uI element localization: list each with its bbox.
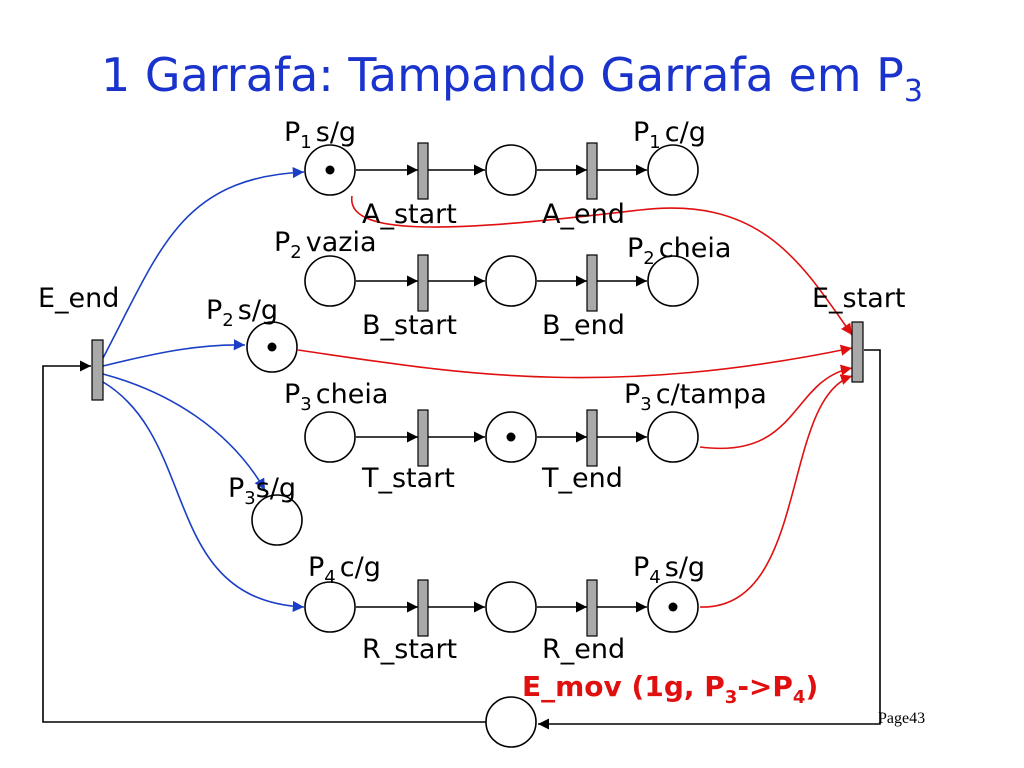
arc-e-mov-e-end — [42, 360, 486, 723]
arc-e-start-e-mov — [538, 349, 881, 730]
place-middle-r — [485, 581, 537, 633]
arc-p1sg-e-start — [351, 195, 853, 336]
arc-e-end-p4cg — [102, 381, 305, 613]
label-e-mov: E_mov (1g, P3->P4) — [522, 670, 819, 708]
token-p4-sg — [668, 602, 678, 612]
transition-t-end — [586, 409, 598, 467]
arc-e-end-p2sg — [102, 339, 246, 367]
label-p3-sg: P3s/g — [228, 473, 297, 510]
label-a-start: A_start — [362, 199, 457, 230]
place-middle-a — [485, 144, 537, 196]
arc-e-end-p3sg — [102, 373, 266, 491]
label-a-end: A_end — [542, 199, 625, 230]
transition-r-start — [417, 579, 429, 637]
label-t-start: T_start — [362, 463, 455, 494]
transition-t-start — [417, 409, 429, 467]
place-p3-cheia — [304, 411, 356, 463]
label-r-end: R_end — [542, 634, 626, 665]
label-b-start: B_start — [362, 310, 457, 341]
label-b-end: B_end — [542, 310, 625, 341]
label-e-start: E_start — [812, 283, 906, 314]
place-p4-cg — [304, 581, 356, 633]
token-middle-t — [506, 432, 516, 442]
page-number: Page43 — [878, 710, 926, 727]
place-p2-cheia — [647, 255, 699, 307]
place-e-mov — [485, 696, 537, 748]
transition-b-start — [417, 254, 429, 312]
label-r-start: R_start — [362, 634, 458, 665]
transition-a-start — [417, 142, 429, 200]
token-p2-sg — [267, 342, 277, 352]
transition-r-end — [586, 579, 598, 637]
transition-e-end — [91, 339, 104, 401]
place-middle-b — [485, 255, 537, 307]
place-p3-ctampa — [647, 411, 699, 463]
arc-p2sg-e-start — [297, 344, 853, 379]
transition-e-start — [851, 321, 864, 383]
place-p2-vazia — [304, 255, 356, 307]
transition-a-end — [586, 142, 598, 200]
arc-p3ctampa-e-start — [699, 364, 853, 450]
place-p1-cg — [647, 144, 699, 196]
transition-b-end — [586, 254, 598, 312]
label-e-end: E_end — [38, 283, 120, 314]
token-p1-sg — [325, 165, 335, 175]
page-title: 1 Garrafa: Tampando Garrafa em P3 — [100, 48, 924, 109]
arc-p4sg-e-start — [699, 374, 853, 608]
label-t-end: T_end — [542, 463, 623, 494]
place-p3-sg — [251, 494, 303, 546]
arc-e-end-p1sg — [102, 166, 305, 359]
